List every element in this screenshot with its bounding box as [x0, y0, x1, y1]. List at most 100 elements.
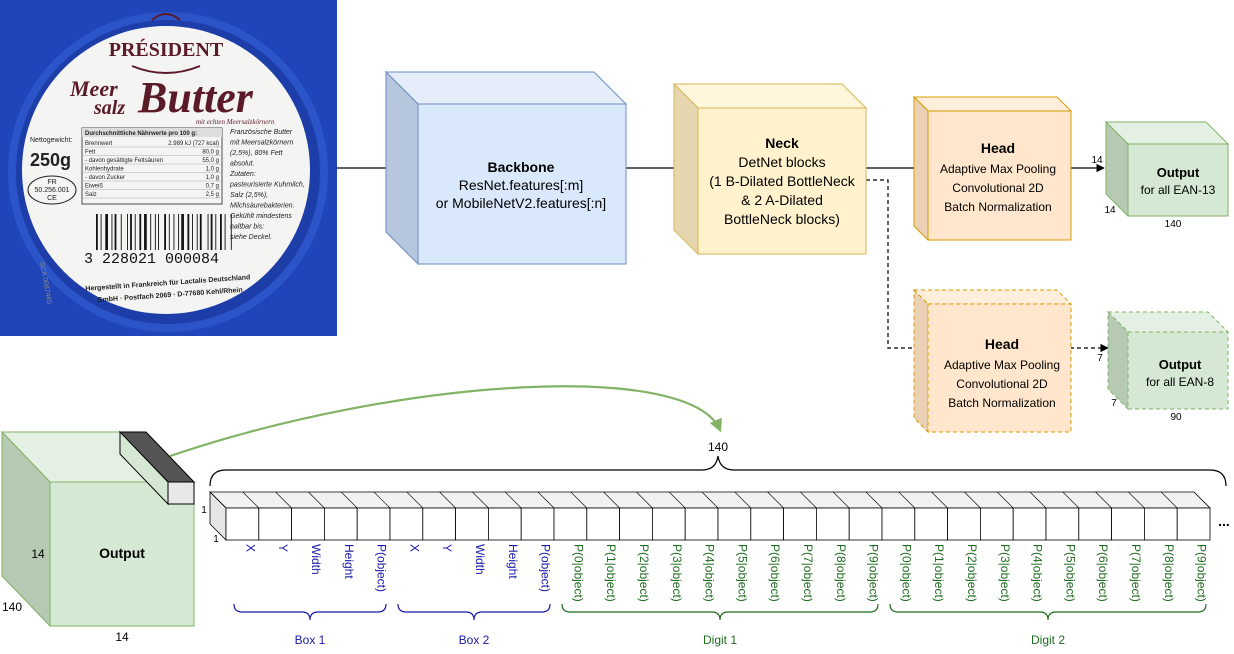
zoom-arrow	[169, 385, 722, 458]
group-brace	[889, 603, 1207, 621]
head8-title: Head	[985, 336, 1019, 352]
vector-cell-label: P(8|object)	[834, 544, 848, 602]
nutrition-row-name: Brennwert	[85, 141, 113, 147]
vector-cell-label: Width	[473, 544, 487, 575]
vector-cell-label: P(8|object)	[1162, 544, 1176, 602]
vector-cell	[1012, 507, 1047, 541]
head-ean8-block: Head Adaptive Max Pooling Convolutional …	[912, 288, 1073, 434]
vector-cell-label: P(object)	[539, 544, 553, 592]
vector-cell	[1078, 507, 1113, 541]
output8-title: Output	[1159, 357, 1202, 372]
output13-dim-side: 14	[1104, 205, 1116, 216]
description-line: pasteurisierte Kuhmilch,	[229, 182, 305, 189]
vector-cell-label: P(1|object)	[604, 544, 618, 602]
vector-cell	[947, 507, 981, 541]
big-output-dim-bottom: 14	[115, 630, 129, 644]
nutrition-row-value: 1,0 g	[206, 175, 219, 181]
vector-cell	[816, 507, 850, 541]
nutrition-row-value: 2.989 kJ (727 kcal)	[168, 141, 219, 147]
description-line: (2,5%), 80% Fett	[230, 150, 284, 157]
description-line: Gekühlt mindestens	[230, 213, 292, 220]
output13-title: Output	[1157, 165, 1200, 180]
output-ean8-block: Output for all EAN-8 7 7 90	[1097, 310, 1230, 423]
output13-subtitle: for all EAN-13	[1141, 183, 1216, 197]
barcode	[96, 214, 232, 250]
vector-cell-label: P(6|object)	[1096, 544, 1110, 602]
group-brace	[233, 603, 387, 621]
vector-cell	[980, 507, 1014, 541]
head13-line3: Batch Normalization	[944, 200, 1051, 214]
vector-ellipsis: ...	[1218, 513, 1230, 529]
vector-cell-label: P(1|object)	[932, 544, 946, 602]
vector-groups: Box 1 Box 2 Digit 1 Digit 2	[233, 603, 1207, 647]
vector-cell	[225, 507, 260, 541]
barcode-digits: 3 228021 000084	[84, 251, 219, 268]
connector-neck-head8	[866, 179, 914, 349]
description-line: Milchsäurebakterien.	[230, 203, 295, 210]
vector-cell-label: P(object)	[375, 544, 389, 592]
vector-cell-label: Height	[506, 544, 520, 579]
nutrition-row-value: 0,7 g	[206, 184, 219, 190]
head8-line2: Convolutional 2D	[956, 377, 1048, 391]
vector-cell	[881, 507, 916, 541]
vector-cell	[389, 507, 424, 541]
description-line: Französische Butter	[230, 129, 293, 136]
nutrition-row-name: - davon gesättigte Fettsäuren	[85, 158, 163, 164]
vector-cell	[783, 507, 817, 541]
head8-line1: Adaptive Max Pooling	[944, 358, 1060, 372]
nutrition-table: Durchschnittliche Nährwerte pro 100 g: B…	[81, 127, 223, 205]
nutrition-row-value: 80,0 g	[202, 150, 219, 156]
vector-length-brace	[209, 455, 1227, 487]
group-label: Digit 1	[703, 633, 737, 647]
backbone-line2: or MobileNetV2.features[:n]	[436, 195, 606, 211]
vector-cell-label: P(5|object)	[1063, 544, 1077, 602]
vector-cell-label: P(4|object)	[703, 544, 717, 602]
nutrition-row-value: 55,0 g	[202, 158, 219, 164]
output8-subtitle: for all EAN-8	[1146, 375, 1214, 389]
head13-title: Head	[981, 140, 1015, 156]
vector-cell	[323, 507, 358, 541]
vector-cell-label: X	[407, 544, 421, 552]
group-label: Digit 2	[1031, 633, 1065, 647]
head13-line1: Adaptive Max Pooling	[940, 162, 1056, 176]
brand-text: PRÉSIDENT	[109, 38, 224, 61]
vector-cell	[750, 507, 784, 541]
vector-cell	[487, 507, 522, 541]
head13-line2: Convolutional 2D	[952, 181, 1044, 195]
vector-cell-label: P(3|object)	[670, 544, 684, 602]
big-output-cube: Output 14 140 14	[0, 430, 196, 644]
vector-dim-top: 1	[201, 505, 207, 516]
vector-cell-label: P(7|object)	[1129, 544, 1143, 602]
vector-cell	[914, 507, 948, 541]
nutrition-row-name: Fett	[85, 150, 96, 156]
vector-cell-label: P(7|object)	[801, 544, 815, 602]
output13-dim-top: 14	[1091, 155, 1103, 166]
vector-cell-label: P(5|object)	[735, 544, 749, 602]
vector-cell	[291, 507, 325, 541]
neck-line2: (1 B-Dilated BottleNeck	[709, 173, 856, 189]
vector-cell-label: P(9|object)	[1195, 544, 1209, 602]
group-label: Box 2	[459, 633, 490, 647]
vector-cell-label: Height	[342, 544, 356, 579]
vector-cell-label: P(9|object)	[867, 544, 881, 602]
nutrition-row-name: Kohlenhydrate	[85, 167, 124, 173]
vector-cell	[1111, 507, 1145, 541]
description-line: absolut.	[230, 161, 255, 168]
health-mark-line1: FR	[47, 179, 56, 186]
vector-cell-label: Width	[309, 544, 323, 575]
vector-cell	[717, 507, 752, 541]
vector-cell	[520, 507, 555, 541]
big-output-dim-depth: 140	[2, 600, 22, 614]
description-line: haltbar bis:	[230, 224, 264, 231]
backbone-line1: ResNet.features[:m]	[459, 177, 584, 193]
product-butter-text: Butter	[137, 73, 254, 122]
vector-cell	[1144, 507, 1178, 541]
group-label: Box 1	[295, 633, 326, 647]
nutrition-row-name: Eiweiß	[85, 184, 103, 190]
vector-cell-label: P(2|object)	[965, 544, 979, 602]
neck-block: Neck DetNet blocks (1 B-Dilated BottleNe…	[672, 82, 868, 256]
backbone-title: Backbone	[488, 159, 555, 175]
